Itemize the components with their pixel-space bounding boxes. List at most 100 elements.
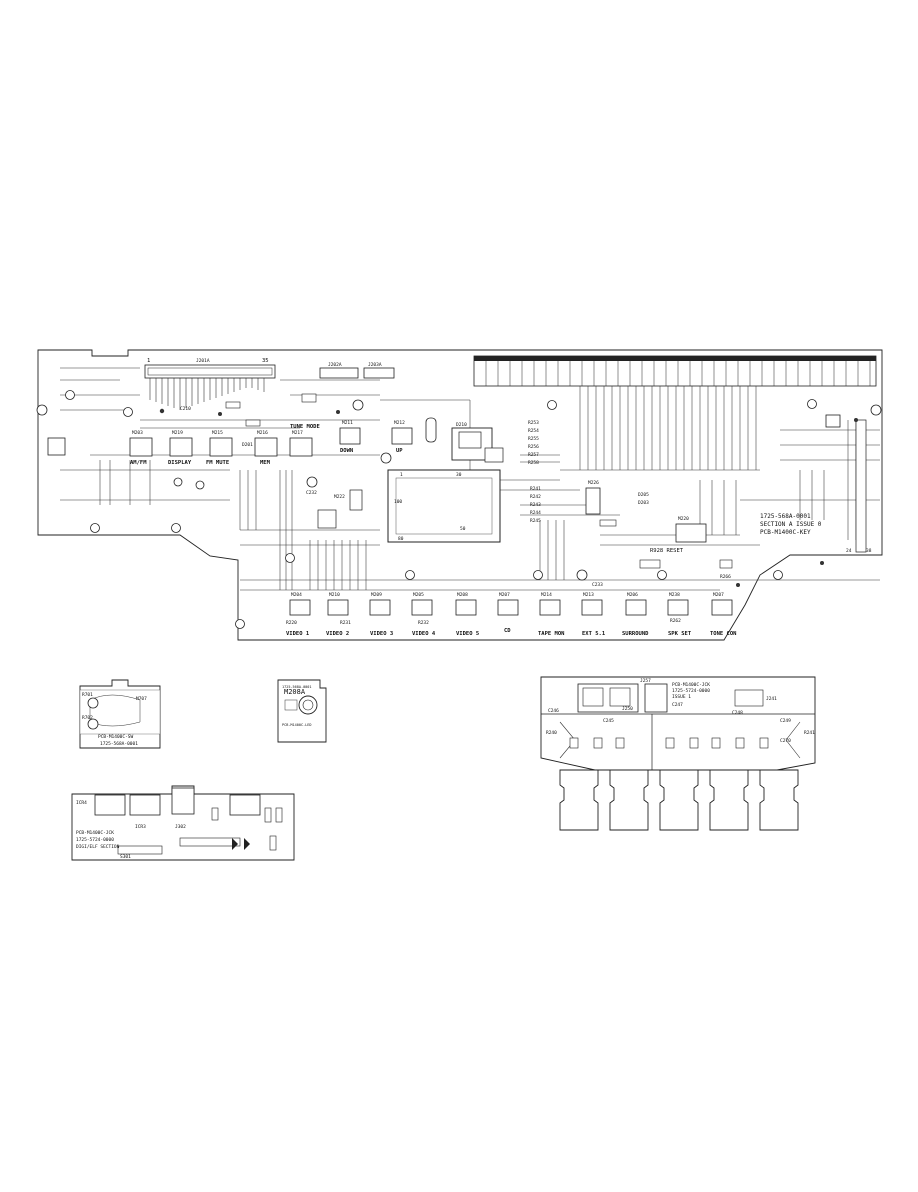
ic-m226 bbox=[451, 427, 504, 463]
smd-part bbox=[245, 419, 261, 427]
smd-part bbox=[719, 559, 733, 569]
part-ref: C210 bbox=[180, 406, 191, 412]
key-ref: M212 bbox=[394, 420, 405, 426]
bottom-key-row: M204 VIDEO 1 M210 VIDEO 2 M209 VIDEO 3 M… bbox=[286, 592, 737, 637]
rca-jacks bbox=[559, 769, 799, 831]
key-up: M212 UP bbox=[391, 420, 413, 454]
connector-pin-last: 35 bbox=[262, 358, 269, 364]
top-trace-bundle bbox=[149, 378, 265, 410]
key-spk-set: M238 SPK SET bbox=[667, 592, 692, 637]
key-ref: M207 bbox=[499, 592, 510, 598]
board-title-block: 1725-568A-0001 SECTION A ISSUE 0 PCB-M14… bbox=[650, 513, 872, 554]
part-ref: D201 bbox=[242, 442, 253, 448]
key-surround: M206 SURROUND bbox=[622, 592, 649, 637]
part-ref: R245 bbox=[530, 518, 541, 524]
key-label: TONE CON bbox=[710, 631, 737, 637]
connector-id-1: J201A bbox=[196, 358, 210, 364]
part-ref: R242 bbox=[530, 494, 541, 500]
part-ref: C233 bbox=[592, 582, 603, 588]
jack-r-pcb-code: 1725-5724-0000 bbox=[672, 688, 710, 694]
jack-r-ref: C247 bbox=[672, 702, 683, 708]
sw-ref: R702 bbox=[82, 715, 93, 721]
top-connector-j202: J202A bbox=[319, 362, 359, 379]
part-ref: R243 bbox=[530, 502, 541, 508]
part-ref: D210 bbox=[456, 422, 467, 428]
key-ref: M238 bbox=[669, 592, 680, 598]
ic-m222 bbox=[675, 523, 707, 543]
part-ref: R256 bbox=[528, 444, 539, 450]
key-video-1: M204 VIDEO 1 bbox=[286, 592, 311, 637]
key-mem: M216 MEM bbox=[254, 430, 278, 466]
jack-r-ref: J250 bbox=[622, 706, 633, 712]
jack-board-left: ICR4 ICR3 J302 S301 PCB-M1400C-JCK 1725-… bbox=[71, 785, 295, 861]
sw-ref: R701 bbox=[82, 692, 93, 698]
part-ref: R255 bbox=[528, 436, 539, 442]
key-label: VIDEO 5 bbox=[456, 631, 479, 637]
key-ref: M219 bbox=[172, 430, 183, 436]
smd-part bbox=[599, 519, 617, 527]
part-ref: M226 bbox=[588, 480, 599, 486]
right-side-component bbox=[825, 414, 841, 428]
jack-note: DIGI/ELF SECTION bbox=[76, 844, 120, 850]
connector-pin-first: 1 bbox=[147, 358, 150, 364]
switch-pad bbox=[87, 718, 99, 730]
jack-r-ref: J241 bbox=[766, 696, 777, 702]
connector-id-2: J202A bbox=[328, 362, 342, 368]
ic-pin-label: 100 bbox=[394, 499, 402, 505]
key-fm-mute: M215 FM MUTE bbox=[206, 430, 233, 466]
key-label: DOWN bbox=[340, 448, 353, 454]
key-label: EXT 5.1 bbox=[582, 631, 606, 637]
main-qfp-ic: 1 30 100 50 80 bbox=[387, 469, 501, 543]
key-video-2: M210 VIDEO 2 bbox=[326, 592, 349, 637]
main-key-board: 1 35 J201A J202A J203A M203 AM/FM M219 D… bbox=[36, 349, 883, 641]
side-pin-label: 24 bbox=[846, 548, 852, 554]
sw-ref: M707 bbox=[136, 696, 147, 702]
jack-pcb-code: 1725-5724-0000 bbox=[76, 837, 114, 843]
side-pin-label: 38 bbox=[866, 548, 872, 554]
ic-pin-label: 80 bbox=[398, 536, 404, 542]
jack-r-pcb-name: PCB-M1400C-JCK bbox=[672, 682, 710, 688]
smd-part bbox=[639, 559, 661, 569]
key-ref: M204 bbox=[291, 592, 302, 598]
jack-ref: J302 bbox=[175, 824, 186, 830]
key-tape-mon: M214 TAPE MON bbox=[538, 592, 565, 637]
top-key-row: M203 AM/FM M219 DISPLAY M215 FM MUTE M21… bbox=[129, 420, 413, 466]
ribbon-connector-strip bbox=[473, 355, 877, 387]
switch-pad bbox=[87, 697, 99, 709]
key-ref: M215 bbox=[212, 430, 223, 436]
pcb-name: PCB-M1400C-KEY bbox=[760, 529, 811, 536]
leds bbox=[159, 408, 858, 587]
key-label: SPK SET bbox=[668, 631, 692, 637]
key-ref: M203 bbox=[132, 430, 143, 436]
sw-board: R701 R702 M707 PCB-M1400C-SW 1725-568A-0… bbox=[79, 679, 161, 749]
jack-r-ref: C248 bbox=[732, 710, 743, 716]
key-label: VIDEO 2 bbox=[326, 631, 349, 637]
part-ref: R262 bbox=[670, 618, 681, 624]
led-ref: M208A bbox=[284, 688, 306, 696]
key-label: VIDEO 4 bbox=[412, 631, 436, 637]
capacitors bbox=[173, 399, 588, 581]
part-ref: D205 bbox=[638, 492, 649, 498]
key-ref: M210 bbox=[329, 592, 340, 598]
part-ref: R241 bbox=[530, 486, 541, 492]
key-ref: M213 bbox=[583, 592, 594, 598]
key-video-4: M205 VIDEO 4 bbox=[411, 592, 436, 637]
key-video-3: M209 VIDEO 3 bbox=[369, 592, 393, 637]
strip-traces bbox=[520, 386, 760, 471]
key-label: CD bbox=[504, 628, 511, 634]
part-ref: R220 bbox=[286, 620, 297, 626]
key-ref: M209 bbox=[371, 592, 382, 598]
pcb-code: 1725-568A-0001 bbox=[760, 513, 811, 520]
key-ext-51: M213 EXT 5.1 bbox=[581, 592, 606, 637]
key-ref: M216 bbox=[257, 430, 268, 436]
key-ref: M211 bbox=[342, 420, 353, 426]
part-ref: R253 bbox=[528, 420, 539, 426]
key-ref: M217 bbox=[292, 430, 303, 436]
key-ref: M208 bbox=[457, 592, 468, 598]
part-ref: M222 bbox=[334, 494, 345, 500]
sw-pcb-name: PCB-M1400C-SW bbox=[98, 734, 134, 740]
smd-part bbox=[301, 393, 317, 403]
part-ref: R258 bbox=[528, 460, 539, 466]
jack-ref: ICR3 bbox=[135, 824, 146, 830]
